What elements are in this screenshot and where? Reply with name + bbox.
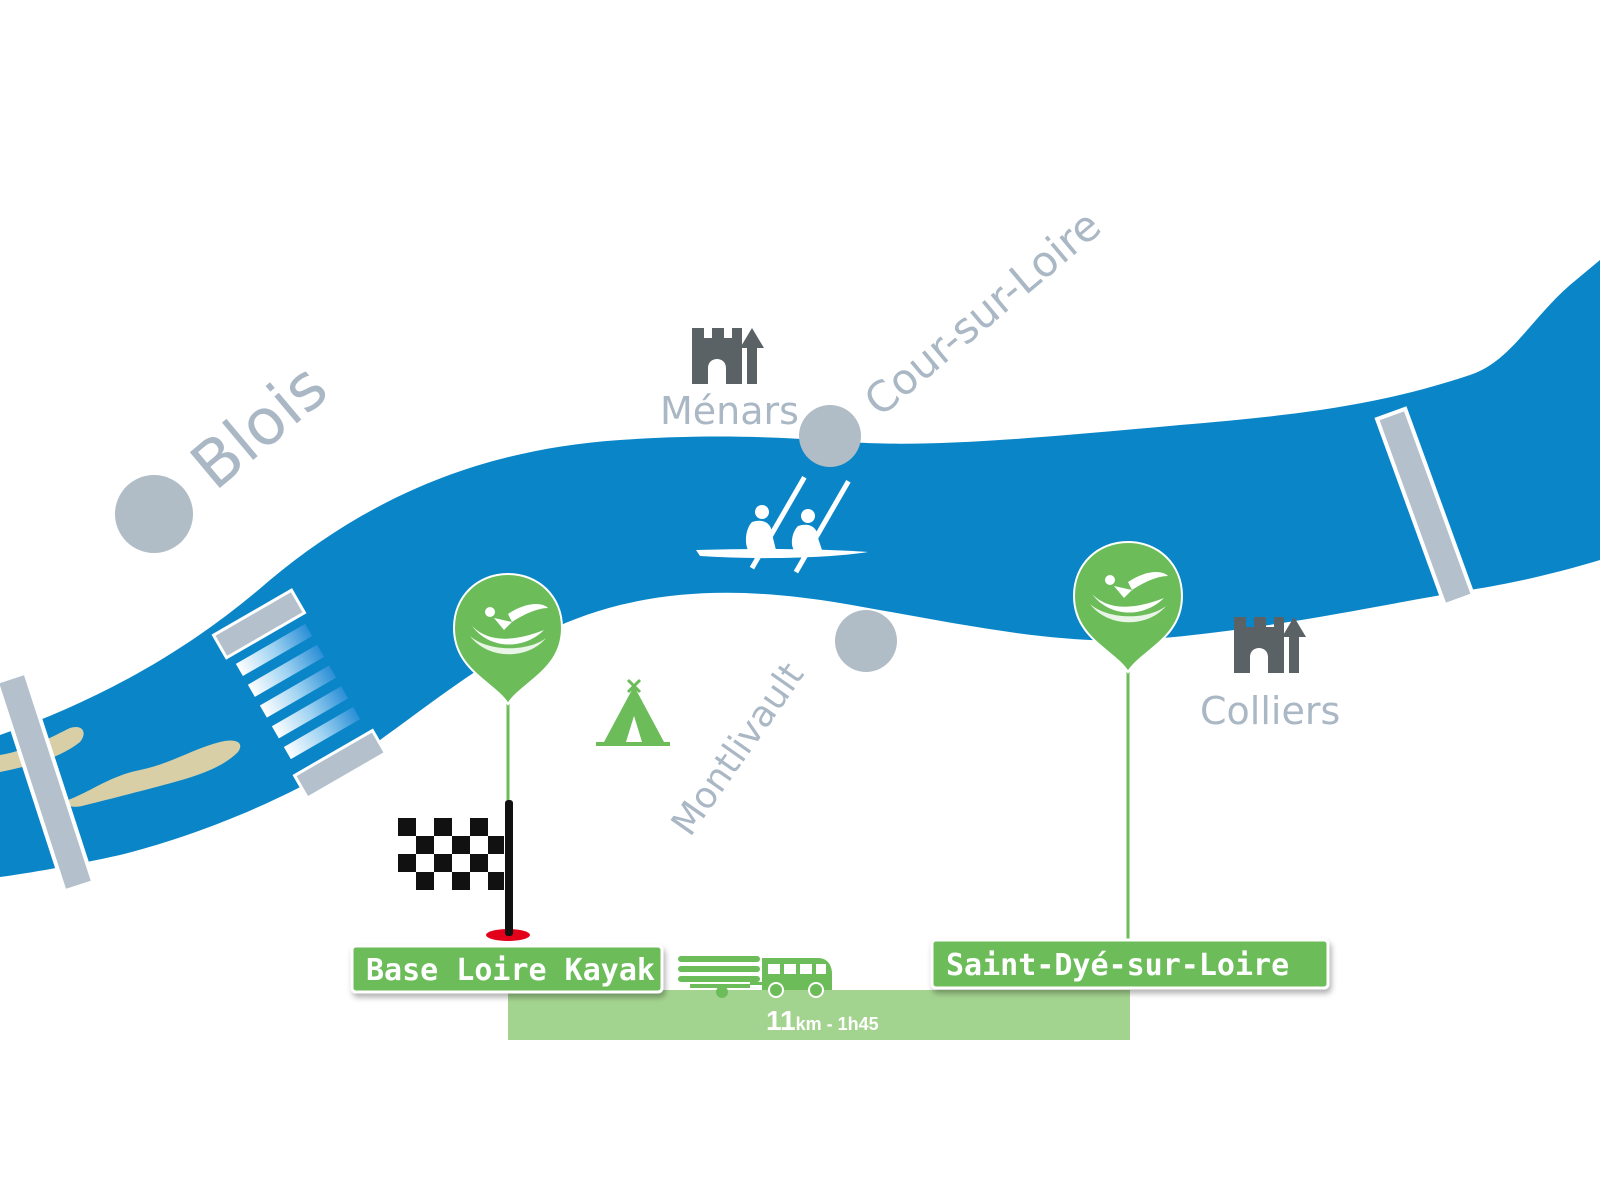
distance-bar [508, 990, 1130, 1040]
station-label-start[interactable]: Base Loire Kayak [350, 944, 664, 994]
kayak-icon [696, 475, 868, 574]
town-label-blois: Blois [178, 350, 342, 504]
town-label-menars: Ménars [660, 389, 799, 433]
station-label-start-text: Base Loire Kayak [366, 953, 655, 988]
station-label-end-text: Saint-Dyé-sur-Loire [946, 948, 1289, 983]
castle-icon [1234, 617, 1306, 673]
shuttle-bus-icon [762, 958, 832, 998]
distance-label: 11km - 1h45 [766, 1005, 879, 1036]
kayak-station-pin-icon[interactable] [1072, 540, 1184, 674]
town-dot-menars [799, 405, 861, 467]
town-label-cour-sur-loire: Cour-sur-Loire [855, 201, 1110, 426]
castle-icon [692, 328, 764, 384]
station-label-end[interactable]: Saint-Dyé-sur-Loire [930, 938, 1330, 990]
town-dot-blois [115, 475, 193, 553]
kayak-station-pin-icon[interactable] [452, 572, 564, 706]
sandbank [66, 740, 241, 807]
town-label-colliers: Colliers [1200, 689, 1340, 733]
weir [211, 588, 388, 801]
campsite-icon [596, 678, 670, 746]
checkered-flag-icon [398, 800, 530, 941]
town-label-montlivault: Montlivault [664, 656, 812, 844]
bridge-left [0, 670, 96, 894]
town-dot-montlivault [835, 610, 897, 672]
canoe-trailer-icon [678, 956, 762, 998]
bridge-right [1374, 406, 1476, 608]
